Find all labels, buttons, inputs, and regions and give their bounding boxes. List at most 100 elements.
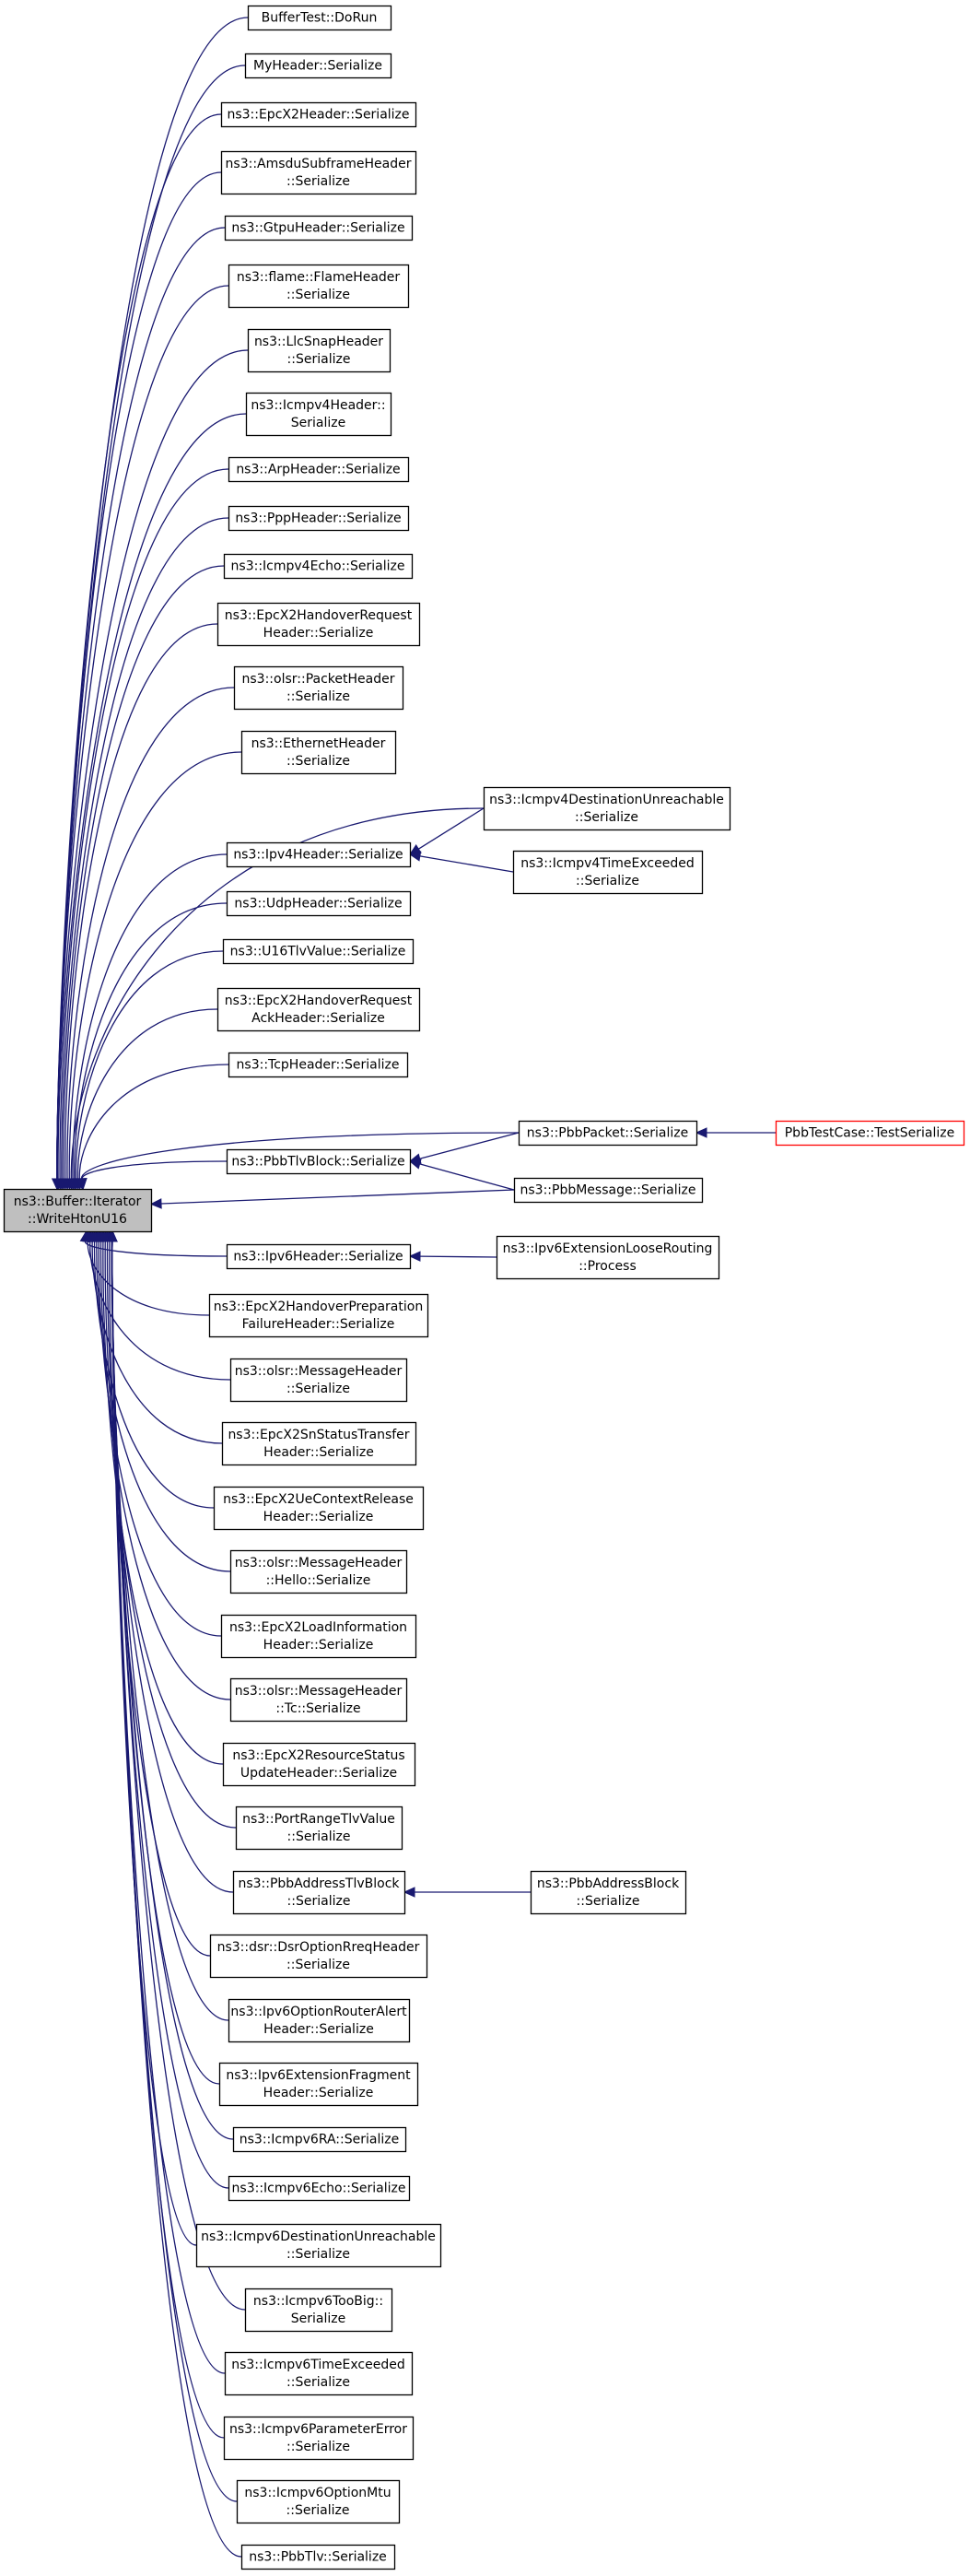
node-label-line: ::Serialize — [286, 1382, 350, 1396]
edge-line — [57, 413, 247, 1180]
node-ns3-icmpv4destinationunreachable-serialize[interactable]: ns3::Icmpv4DestinationUnreachable::Seria… — [483, 786, 731, 831]
node-label-line: UpdateHeader::Serialize — [240, 1766, 397, 1781]
edge-line — [111, 1241, 229, 2189]
node-ns3-llcsnapheader-serialize[interactable]: ns3::LlcSnapHeader::Serialize — [247, 328, 392, 373]
node-ns3-portrangetlvvalue-serialize[interactable]: ns3::PortRangeTlvValue::Serialize — [235, 1806, 403, 1851]
node-ns3-icmpv4echo-serialize[interactable]: ns3::Icmpv4Echo::Serialize — [223, 553, 414, 580]
node-ns3-epcx2handoverrequestheader-serialize[interactable]: ns3::EpcX2HandoverRequestHeader::Seriali… — [216, 602, 421, 647]
node-box — [195, 2223, 442, 2268]
edge-line — [104, 1241, 237, 1829]
arrowhead — [76, 1177, 88, 1191]
edge-line — [419, 1132, 520, 1159]
node-ns3-icmpv6ra-serialize[interactable]: ns3::Icmpv6RA::Serialize — [232, 2126, 407, 2153]
node-pbbtestcase-testserialize[interactable]: PbbTestCase::TestSerialize — [775, 1120, 965, 1147]
node-ns3-flame-flameheader-serialize[interactable]: ns3::flame::FlameHeader::Serialize — [228, 264, 410, 309]
node-ns3-olsr-messageheader-serialize[interactable]: ns3::olsr::MessageHeader::Serialize — [229, 1358, 408, 1403]
edge-n9-to-root — [54, 468, 229, 1191]
node-ns3-amsdusubframeheader-serialize[interactable]: ns3::AmsduSubframeHeader::Serialize — [220, 150, 417, 195]
node-label-line: ns3::olsr::PacketHeader — [242, 672, 395, 687]
node-ns3-pbbaddressblock-serialize[interactable]: ns3::PbbAddressBlock::Serialize — [530, 1870, 687, 1915]
node-label-line: ns3::Icmpv4DestinationUnreachable — [489, 793, 724, 807]
edge-line — [76, 1008, 218, 1180]
node-ns3-pbbaddresstlvblock-serialize[interactable]: ns3::PbbAddressTlvBlock::Serialize — [232, 1870, 406, 1915]
node-label-line: Header::Serialize — [263, 2086, 374, 2100]
node-ns3-ethernetheader-serialize[interactable]: ns3::EthernetHeader::Serialize — [240, 730, 397, 775]
edge-line — [56, 349, 249, 1180]
node-box — [247, 5, 392, 31]
node-ns3-icmpv4header-serialize[interactable]: ns3::Icmpv4Header::Serialize — [245, 392, 392, 437]
node-label-line: BufferTest::DoRun — [262, 11, 378, 26]
node-box — [3, 1188, 153, 1233]
edge-line — [70, 807, 485, 1180]
node-box — [218, 2062, 419, 2107]
node-label-line: ns3::AmsduSubframeHeader — [226, 157, 412, 171]
node-ns3-ipv6header-serialize[interactable]: ns3::Ipv6Header::Serialize — [226, 1243, 412, 1270]
node-label-line: ns3::PbbPacket::Serialize — [527, 1126, 688, 1141]
node-box — [220, 150, 417, 195]
arrowhead — [408, 851, 422, 862]
node-box — [226, 890, 412, 917]
node-myheader-serialize[interactable]: MyHeader::Serialize — [244, 53, 392, 79]
node-label-line: ns3::EthernetHeader — [251, 736, 386, 751]
node-ns3-icmpv6parametererror-serialize[interactable]: ns3::Icmpv6ParameterError::Serialize — [223, 2416, 415, 2461]
node-label-line: ns3::EpcX2HandoverPreparation — [214, 1300, 423, 1314]
node-ns3-epcx2handoverrequestackheader-serialize[interactable]: ns3::EpcX2HandoverRequestAckHeader::Seri… — [216, 987, 421, 1032]
edge-line — [84, 1241, 228, 1257]
node-label-line: ns3::PppHeader::Serialize — [235, 512, 401, 526]
node-label-line: ns3::flame::FlameHeader — [237, 270, 401, 285]
node-ns3-icmpv4timeexceeded-serialize[interactable]: ns3::Icmpv4TimeExceeded::Serialize — [512, 850, 704, 895]
node-ns3-tcpheader-serialize[interactable]: ns3::TcpHeader::Serialize — [228, 1052, 409, 1078]
node-ns3-olsr-messageheader-hello-serialize[interactable]: ns3::olsr::MessageHeader::Hello::Seriali… — [229, 1549, 408, 1594]
edge-line — [64, 623, 218, 1180]
node-ns3-epcx2uecontextreleaseheader-serialize[interactable]: ns3::EpcX2UeContextReleaseHeader::Serial… — [213, 1486, 425, 1531]
node-label-line: ns3::Icmpv6ParameterError — [229, 2422, 407, 2437]
node-ns3-pbbtlv-serialize[interactable]: ns3::PbbTlv::Serialize — [240, 2544, 396, 2570]
node-ns3-pppheader-serialize[interactable]: ns3::PppHeader::Serialize — [228, 505, 410, 532]
edge-n17-to-n16 — [408, 851, 514, 873]
node-ns3-epcx2loadinformationheader-serialize[interactable]: ns3::EpcX2LoadInformationHeader::Seriali… — [220, 1614, 417, 1659]
edge-line — [81, 1160, 228, 1180]
edge-n46-to-root — [107, 1229, 226, 2374]
node-label-line: ns3::olsr::MessageHeader — [235, 1684, 403, 1699]
node-buffertest-dorun[interactable]: BufferTest::DoRun — [247, 5, 392, 31]
node-ns3-arpheader-serialize[interactable]: ns3::ArpHeader::Serialize — [228, 456, 410, 483]
node-ns3-dsr-dsroptionrreqheader-serialize[interactable]: ns3::dsr::DsrOptionRreqHeader::Serialize — [209, 1934, 428, 1979]
node-ns3-pbbmessage-serialize[interactable]: ns3::PbbMessage::Serialize — [513, 1177, 704, 1204]
node-label-line: ns3::PbbTlvBlock::Serialize — [231, 1155, 404, 1170]
node-label-line: Serialize — [291, 416, 345, 430]
node-ns3-icmpv6timeexceeded-serialize[interactable]: ns3::Icmpv6TimeExceeded::Serialize — [224, 2351, 414, 2396]
node-box — [224, 215, 414, 241]
node-label-line: ns3::Icmpv6RA::Serialize — [240, 2133, 399, 2147]
node-ns3-olsr-messageheader-tc-serialize[interactable]: ns3::olsr::MessageHeader::Tc::Serialize — [229, 1677, 408, 1723]
node-ns3-ipv6extensionlooserouting-process[interactable]: ns3::Ipv6ExtensionLooseRouting::Process — [496, 1235, 720, 1280]
node-label-line: ns3::Ipv6OptionRouterAlert — [230, 2005, 407, 2019]
node-ns3-u16tlvvalue-serialize[interactable]: ns3::U16TlvValue::Serialize — [222, 938, 415, 965]
node-label-line: ns3::PbbAddressBlock — [537, 1876, 680, 1891]
node-ns3-icmpv6echo-serialize[interactable]: ns3::Icmpv6Echo::Serialize — [228, 2175, 411, 2202]
node-ns3-icmpv6toobig-serialize[interactable]: ns3::Icmpv6TooBig::Serialize — [244, 2288, 393, 2333]
node-ns3-epcx2resourcestatusupdateheader-serialize[interactable]: ns3::EpcX2ResourceStatusUpdateHeader::Se… — [222, 1742, 416, 1787]
node-ns3-gtpuheader-serialize[interactable]: ns3::GtpuHeader::Serialize — [224, 215, 414, 241]
edge-line — [75, 950, 224, 1180]
node-label-line: ::Serialize — [286, 288, 350, 302]
node-ns3-olsr-packetheader-serialize[interactable]: ns3::olsr::PacketHeader::Serialize — [233, 665, 404, 711]
node-ns3-icmpv6destinationunreachable-serialize[interactable]: ns3::Icmpv6DestinationUnreachable::Seria… — [195, 2223, 442, 2268]
nodes-layer: ns3::Buffer::Iterator::WriteHtonU16Buffe… — [3, 5, 965, 2570]
node-box — [216, 602, 421, 647]
node-label-line: ns3::ArpHeader::Serialize — [236, 463, 400, 477]
node-ns3-udpheader-serialize[interactable]: ns3::UdpHeader::Serialize — [226, 890, 412, 917]
node-ns3-pbbpacket-serialize[interactable]: ns3::PbbPacket::Serialize — [518, 1120, 698, 1147]
node-label-line: Header::Serialize — [263, 1638, 374, 1653]
edge-line — [66, 687, 235, 1180]
node-ns3-pbbtlvblock-serialize[interactable]: ns3::PbbTlvBlock::Serialize — [226, 1148, 412, 1175]
edge-line — [87, 1241, 210, 1316]
node-ns3-epcx2snstatustransferheader-serialize[interactable]: ns3::EpcX2SnStatusTransferHeader::Serial… — [221, 1421, 417, 1466]
node-ns3-ipv4header-serialize[interactable]: ns3::Ipv4Header::Serialize — [226, 841, 412, 868]
node-ns3-epcx2handoverpreparationfailureheader-serialize[interactable]: ns3::EpcX2HandoverPreparationFailureHead… — [208, 1293, 429, 1338]
node-ns3-epcx2header-serialize[interactable]: ns3::EpcX2Header::Serialize — [220, 101, 417, 128]
node-ns3-ipv6optionrouteralertheader-serialize[interactable]: ns3::Ipv6OptionRouterAlertHeader::Serial… — [228, 1998, 411, 2043]
node-ns3-ipv6extensionfragmentheader-serialize[interactable]: ns3::Ipv6ExtensionFragmentHeader::Serial… — [218, 2062, 419, 2107]
node-label-line: Header::Serialize — [263, 2022, 374, 2037]
node-label-line: Serialize — [291, 2311, 345, 2326]
node-ns3-icmpv6optionmtu-serialize[interactable]: ns3::Icmpv6OptionMtu::Serialize — [236, 2479, 401, 2524]
